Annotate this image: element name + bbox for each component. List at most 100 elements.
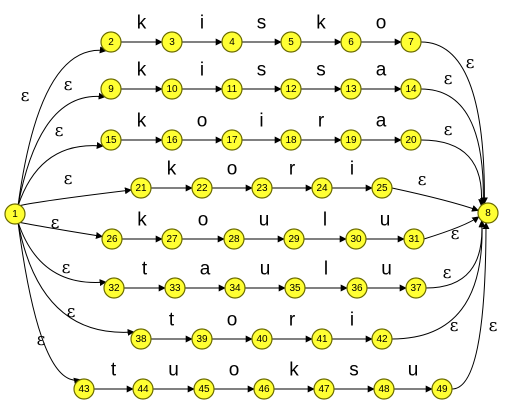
state-12-circle	[280, 78, 302, 100]
state-3-label: 3	[169, 37, 175, 48]
state-33-label: 33	[169, 283, 181, 294]
transition-label-5-4: l	[323, 210, 327, 231]
epsilon-edge-in-5	[17, 221, 104, 239]
state-32: 32	[103, 277, 125, 299]
state-13: 13	[340, 78, 362, 100]
state-37-label: 37	[410, 283, 422, 294]
state-42: 42	[371, 328, 393, 350]
state-38: 38	[130, 328, 152, 350]
state-18-circle	[280, 129, 302, 151]
epsilon-label-in-1: ε	[21, 86, 30, 106]
state-44: 44	[132, 378, 154, 400]
epsilon-edge-out-1	[420, 41, 488, 205]
transition-label-1-4: k	[316, 13, 326, 34]
final-state-label: 8	[485, 208, 491, 219]
state-34-label: 34	[229, 283, 241, 294]
state-25-circle	[371, 177, 393, 199]
transition-label-7-4: i	[350, 310, 354, 331]
state-4: 4	[221, 31, 243, 53]
transition-label-4-2: o	[227, 159, 238, 180]
state-30: 30	[345, 228, 367, 250]
epsilon-edge-out-7	[391, 220, 486, 340]
state-31: 31	[403, 228, 425, 250]
state-4-label: 4	[229, 37, 235, 48]
state-19-circle	[340, 129, 362, 151]
state-25-label: 25	[376, 183, 388, 194]
state-41-circle	[311, 328, 333, 350]
transition-label-6-1: t	[142, 259, 148, 280]
state-11: 11	[221, 78, 243, 100]
transition-label-3-3: i	[259, 111, 263, 132]
state-46-circle	[253, 378, 275, 400]
state-22-label: 22	[196, 183, 208, 194]
state-32-label: 32	[108, 283, 120, 294]
state-16: 16	[161, 129, 183, 151]
state-29-label: 29	[288, 234, 300, 245]
state-17: 17	[221, 129, 243, 151]
epsilon-label-out-8: ε	[489, 316, 498, 336]
transition-label-8-2: u	[168, 360, 179, 381]
state-5-label: 5	[288, 37, 294, 48]
state-16-label: 16	[166, 135, 178, 146]
state-16-circle	[161, 129, 183, 151]
state-14-circle	[400, 78, 422, 100]
epsilon-label-out-4: ε	[418, 170, 427, 190]
state-40-label: 40	[256, 334, 268, 345]
epsilon-label-in-2: ε	[64, 75, 73, 95]
transition-label-5-2: o	[198, 210, 209, 231]
epsilon-edge-out-2	[420, 88, 487, 205]
state-3: 3	[161, 31, 183, 53]
state-45: 45	[193, 378, 215, 400]
state-42-label: 42	[376, 334, 388, 345]
state-37: 37	[405, 277, 427, 299]
transition-label-3-4: r	[318, 111, 325, 132]
state-18-label: 18	[285, 135, 297, 146]
state-12-label: 12	[285, 84, 297, 95]
transition-label-5-1: k	[137, 210, 147, 231]
epsilon-edge-out-8	[451, 222, 490, 390]
epsilon-label-out-3: ε	[444, 120, 453, 140]
state-7-circle	[400, 31, 422, 53]
transition-label-8-6: u	[408, 360, 419, 381]
state-26: 26	[101, 228, 123, 250]
state-6-circle	[340, 31, 362, 53]
state-15-label: 15	[105, 135, 117, 146]
epsilon-edge-out-5	[423, 216, 480, 240]
state-11-circle	[221, 78, 243, 100]
epsilon-edge-in-6	[17, 221, 107, 287]
state-2-circle	[100, 31, 122, 53]
state-10: 10	[161, 78, 183, 100]
state-41-label: 41	[316, 334, 328, 345]
state-17-circle	[221, 129, 243, 151]
transition-label-8-5: s	[349, 360, 359, 381]
state-35-label: 35	[289, 283, 301, 294]
transition-label-6-2: a	[200, 259, 211, 280]
state-20: 20	[400, 129, 422, 151]
state-9-label: 9	[108, 84, 114, 95]
state-15: 15	[100, 129, 122, 151]
epsilon-label-out-6: ε	[443, 263, 452, 283]
epsilon-label-in-3: ε	[55, 121, 64, 141]
transition-label-6-4: l	[324, 259, 328, 280]
epsilon-edge-in-8	[17, 221, 82, 385]
state-4-circle	[221, 31, 243, 53]
start-state: 1	[4, 203, 26, 225]
state-2-label: 2	[108, 37, 114, 48]
state-23-circle	[251, 177, 273, 199]
state-19: 19	[340, 129, 362, 151]
state-29-circle	[283, 228, 305, 250]
state-12: 12	[280, 78, 302, 100]
state-6-label: 6	[348, 37, 354, 48]
epsilon-label-in-7: ε	[67, 302, 76, 322]
transition-label-8-1: t	[111, 360, 117, 381]
state-30-label: 30	[350, 234, 362, 245]
state-29: 29	[283, 228, 305, 250]
state-27-circle	[161, 228, 183, 250]
state-46: 46	[253, 378, 275, 400]
transition-label-8-3: o	[229, 360, 240, 381]
epsilon-label-out-7: ε	[450, 316, 459, 336]
state-23: 23	[251, 177, 273, 199]
state-33-circle	[164, 277, 186, 299]
transition-label-5-3: u	[259, 210, 270, 231]
